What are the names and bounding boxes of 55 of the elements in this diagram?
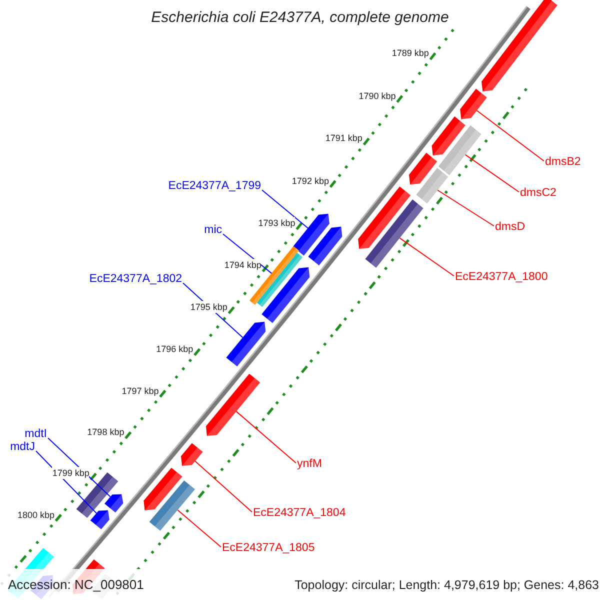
- leader-line: [262, 190, 308, 229]
- gene-label: EcE24377A_1799: [168, 179, 261, 193]
- gene-block: [308, 226, 342, 266]
- gene-block: [206, 374, 260, 436]
- gene-label: mdtI: [24, 427, 47, 441]
- leader-line: [464, 154, 520, 192]
- gene-bar: [250, 246, 299, 305]
- scale-label: 1800 kbp: [17, 508, 54, 521]
- gene-block: [226, 322, 266, 366]
- leader-line: [476, 110, 544, 162]
- leader-line: [437, 190, 494, 226]
- gene-label: ynfM: [297, 457, 322, 471]
- gene-label: dmsD: [495, 220, 526, 234]
- gene-label: dmsC2: [520, 186, 556, 200]
- scale-label: 1795 kbp: [190, 301, 228, 314]
- gene-block: [144, 468, 182, 510]
- map-title: Escherichia coli E24377A, complete genome: [151, 9, 449, 27]
- leader-line: [236, 410, 296, 464]
- leader-line: [222, 234, 272, 274]
- scale-label: 1797 kbp: [122, 384, 159, 397]
- gene-block: [432, 116, 466, 156]
- gene-block: [90, 510, 110, 530]
- gene-bar: [416, 168, 448, 204]
- gene-bar: [365, 199, 424, 268]
- gene-bar: [438, 125, 482, 176]
- scale-label: 1791 kbp: [325, 132, 362, 144]
- leader-line: [48, 438, 111, 498]
- scale-label: 1794 kbp: [224, 259, 262, 272]
- gene-label: mdtJ: [10, 440, 35, 454]
- scale-label: 1796 kbp: [156, 342, 194, 355]
- gene-block: [482, 0, 558, 92]
- gene-label: EcE24377A_1800: [455, 270, 548, 284]
- gene-label: EcE24377A_1805: [222, 541, 315, 555]
- gene-block: [358, 186, 411, 249]
- gene-bar: [149, 480, 195, 531]
- gene-label: EcE24377A_1804: [253, 506, 346, 520]
- genome-info-text: Topology: circular; Length: 4,979,619 bp; Genes: 4,863: [294, 578, 599, 592]
- leader-line: [194, 460, 252, 512]
- scale-label: 1789 kbp: [392, 47, 429, 60]
- gene-block: [181, 443, 203, 466]
- scale-label: 1799 kbp: [52, 467, 90, 480]
- scale-label: 1790 kbp: [358, 90, 396, 102]
- gene-block: [104, 494, 124, 512]
- gene-block: [409, 152, 438, 185]
- gene-label: mic: [204, 223, 222, 237]
- accession-text: Accession: NC_009801: [8, 577, 144, 592]
- gene-block: [460, 88, 487, 120]
- gene-label: EcE24377A_1802: [89, 272, 182, 286]
- gene-label: dmsB2: [545, 155, 581, 169]
- scale-label: 1793 kbp: [258, 217, 296, 230]
- gene-block: [262, 267, 310, 323]
- scale-label: 1792 kbp: [292, 174, 329, 187]
- scale-label: 1798 kbp: [87, 426, 124, 438]
- leader-line: [177, 510, 222, 548]
- leader-line: [399, 238, 454, 276]
